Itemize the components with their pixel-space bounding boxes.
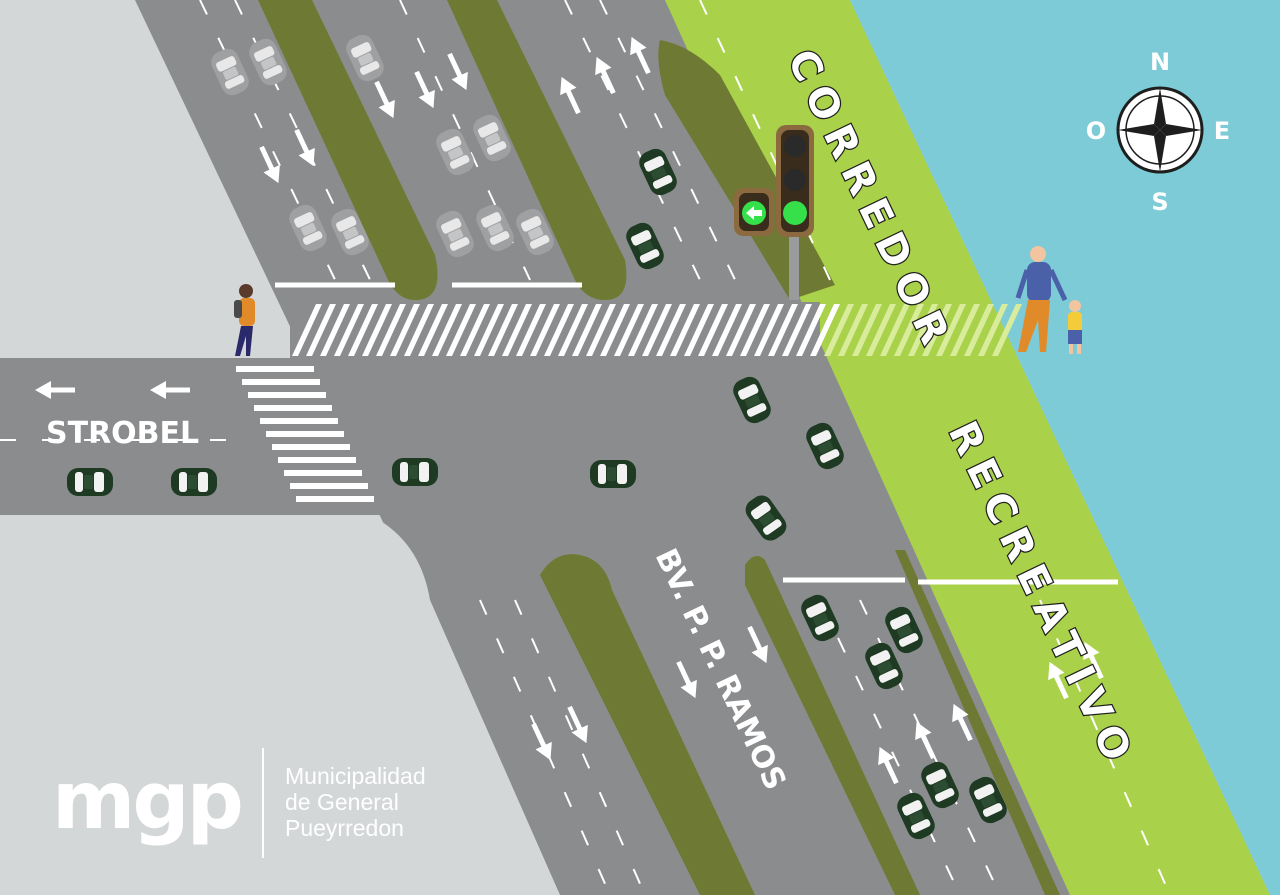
zebra-stripe: [530, 304, 560, 356]
zebra-stripe: [272, 444, 350, 450]
sea: [850, 0, 1280, 895]
zebra-stripe: [572, 304, 602, 356]
logo-line-2: de General: [285, 789, 399, 815]
zebra-stripe: [404, 304, 434, 356]
recreational-corridor: [665, 0, 1270, 895]
zebra-stripe: [390, 304, 420, 356]
zebra-stripe: [296, 496, 374, 502]
zebra-stripe: [684, 304, 714, 356]
zebra-stripe: [950, 304, 980, 356]
logo-line-3: Pueyrredon: [285, 815, 404, 841]
zebra-stripe: [614, 304, 644, 356]
zebra-stripe: [824, 304, 854, 356]
zebra-stripe: [474, 304, 504, 356]
zebra-stripe: [248, 392, 326, 398]
strobel-road: [0, 300, 900, 540]
zebra-stripe: [320, 304, 350, 356]
compass-north: N: [1150, 48, 1170, 76]
zebra-stripe: [796, 304, 826, 356]
zebra-stripe: [278, 457, 356, 463]
zebra-stripe: [642, 304, 672, 356]
compass-west: O: [1086, 117, 1106, 145]
sidewalk-corner: [0, 515, 560, 895]
zebra-stripe: [866, 304, 896, 356]
zebra-stripe: [290, 483, 368, 489]
zebra-stripe: [894, 304, 924, 356]
light-green-icon: [783, 201, 807, 225]
light-amber-icon: [784, 169, 806, 191]
zebra-stripe: [516, 304, 546, 356]
zebra-stripe: [558, 304, 588, 356]
zebra-stripe: [488, 304, 518, 356]
zebra-stripe: [600, 304, 630, 356]
zebra-stripe: [348, 304, 378, 356]
zebra-stripe: [810, 304, 840, 356]
zebra-stripe: [712, 304, 742, 356]
zebra-stripe: [502, 304, 532, 356]
zebra-stripe: [964, 304, 994, 356]
zebra-stripe: [432, 304, 462, 356]
zebra-stripe: [740, 304, 770, 356]
zebra-stripe: [376, 304, 406, 356]
strobel-label: STROBEL: [46, 416, 199, 451]
zebra-stripe: [936, 304, 966, 356]
compass-rose-icon: N S E O: [1086, 48, 1230, 216]
logo-mark: mgp: [52, 754, 241, 847]
zebra-stripe: [292, 304, 322, 356]
pedestrian-adult-child: [1015, 246, 1082, 354]
compass-south: S: [1151, 188, 1168, 216]
zebra-stripe: [852, 304, 882, 356]
zebra-stripe: [992, 304, 1022, 356]
pedestrian-walker: [234, 284, 255, 356]
zebra-stripe: [460, 304, 490, 356]
zebra-stripes-left: [236, 366, 374, 502]
zebra-stripe: [544, 304, 574, 356]
zebra-stripe: [656, 304, 686, 356]
light-red-icon: [784, 135, 806, 157]
zebra-stripe: [284, 470, 362, 476]
zebra-stripe: [838, 304, 868, 356]
zebra-stripe: [446, 304, 476, 356]
zebra-stripe: [418, 304, 448, 356]
zebra-stripe: [880, 304, 910, 356]
mgp-logo: mgp Municipalidad de General Pueyrredon: [52, 748, 426, 858]
zebra-stripe: [628, 304, 658, 356]
zebra-stripe: [670, 304, 700, 356]
zebra-stripe: [306, 304, 336, 356]
zebra-stripe: [254, 405, 332, 411]
zebra-stripe: [768, 304, 798, 356]
zebra-stripe: [260, 418, 338, 424]
zebra-stripe: [908, 304, 938, 356]
logo-line-1: Municipalidad: [285, 763, 426, 789]
zebra-stripe: [726, 304, 756, 356]
zebra-stripe: [922, 304, 952, 356]
zebra-stripe: [978, 304, 1008, 356]
zebra-stripe: [782, 304, 812, 356]
zebra-stripe: [236, 366, 314, 372]
zebra-stripe: [698, 304, 728, 356]
zebra-stripe: [362, 304, 392, 356]
zebra-stripe: [334, 304, 364, 356]
zebra-stripes-top: [292, 304, 1022, 356]
traffic-light: [734, 125, 814, 300]
zebra-stripe: [266, 431, 344, 437]
stop-lines: [275, 282, 1118, 585]
compass-east: E: [1214, 117, 1230, 145]
zebra-stripe: [586, 304, 616, 356]
zebra-stripe: [754, 304, 784, 356]
zebra-stripe: [242, 379, 320, 385]
